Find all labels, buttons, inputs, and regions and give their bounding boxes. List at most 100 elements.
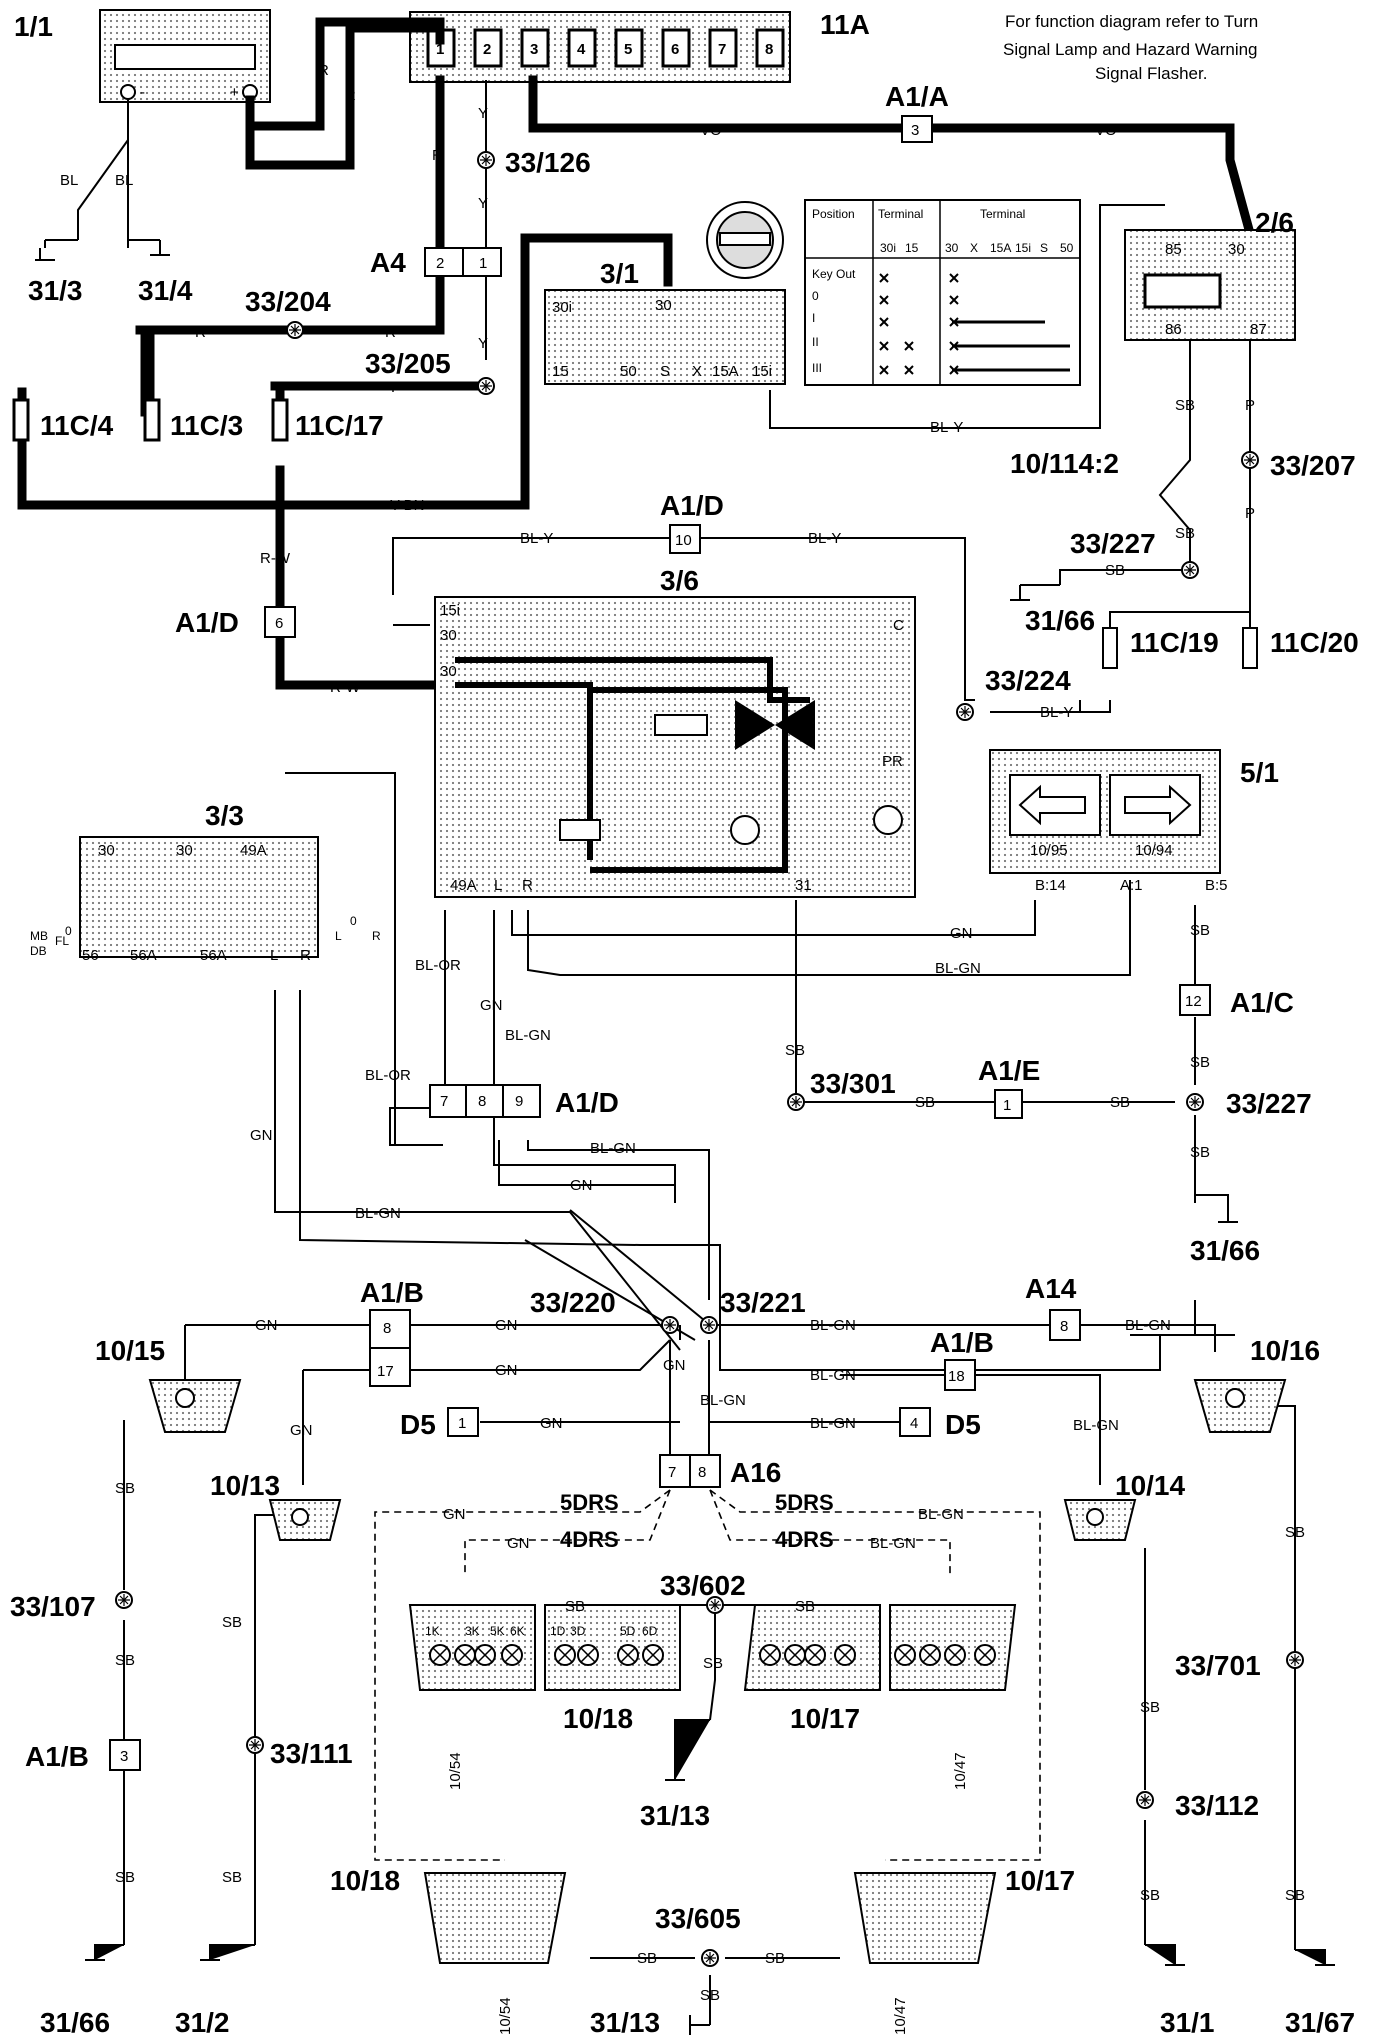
- fuse-slot: 6: [661, 28, 691, 68]
- svg-text:Signal Flasher.: Signal Flasher.: [1095, 64, 1207, 83]
- door-dashed-wiring: [374, 1489, 1041, 1861]
- svg-text:GN: GN: [250, 1127, 273, 1144]
- svg-text:PR: PR: [882, 753, 903, 770]
- svg-text:BL-GN: BL-GN: [935, 960, 981, 977]
- svg-text:30: 30: [945, 241, 959, 255]
- svg-text:30: 30: [176, 842, 193, 859]
- svg-text:A1/A: A1/A: [885, 81, 949, 112]
- svg-text:GN: GN: [663, 1357, 686, 1374]
- svg-text:GN: GN: [540, 1415, 563, 1432]
- svg-text:L: L: [335, 929, 342, 943]
- svg-text:Y: Y: [478, 105, 488, 122]
- svg-text:33/227: 33/227: [1070, 528, 1156, 559]
- svg-text:5/1: 5/1: [1240, 757, 1279, 788]
- svg-text:8: 8: [765, 41, 773, 58]
- svg-text:8: 8: [478, 1093, 486, 1110]
- svg-text:A14: A14: [1025, 1273, 1077, 1304]
- svg-text:R: R: [195, 324, 206, 341]
- svg-text:SB: SB: [222, 1614, 242, 1631]
- svg-text:10/18: 10/18: [330, 1865, 400, 1896]
- svg-text:Signal Lamp and Hazard Warning: Signal Lamp and Hazard Warning: [1003, 40, 1258, 59]
- svg-text:A1/B: A1/B: [360, 1277, 424, 1308]
- ignition-switch: 3/1 30i 30 15 50 S X 15A 15i: [544, 201, 786, 385]
- wires: [17, 17, 1296, 2025]
- svg-text:C: C: [893, 617, 904, 634]
- svg-text:BL-GN: BL-GN: [870, 1535, 916, 1552]
- svg-text:R: R: [372, 929, 381, 943]
- svg-text:A4: A4: [370, 247, 406, 278]
- svg-text:S: S: [660, 363, 670, 380]
- splice-marker: [477, 151, 495, 169]
- svg-text:BL-Y: BL-Y: [808, 530, 841, 547]
- svg-text:VO: VO: [700, 122, 722, 139]
- bulb-icon: [642, 1644, 664, 1666]
- svg-text:1D: 1D: [550, 1624, 566, 1638]
- svg-text:Key Out: Key Out: [812, 267, 856, 281]
- svg-text:Terminal: Terminal: [980, 207, 1025, 221]
- svg-text:15i: 15i: [752, 363, 772, 380]
- splice-marker: [246, 1736, 264, 1754]
- svg-text:R: R: [432, 147, 443, 164]
- svg-text:33/224: 33/224: [985, 665, 1071, 696]
- svg-text:33/227: 33/227: [1226, 1088, 1312, 1119]
- svg-text:BL-GN: BL-GN: [505, 1027, 551, 1044]
- svg-text:BL: BL: [115, 172, 133, 189]
- fuse-slot: 2: [473, 28, 503, 68]
- svg-text:A1/E: A1/E: [978, 1055, 1040, 1086]
- svg-text:10/95: 10/95: [1030, 842, 1068, 859]
- svg-text:17: 17: [377, 1363, 394, 1380]
- svg-text:11C/20: 11C/20: [1270, 627, 1359, 658]
- lamps: 10/15 10/16 10/13 10/14 10/18 10/17 10/5…: [95, 1335, 1320, 2035]
- svg-text:33/204: 33/204: [245, 286, 331, 317]
- svg-text:SB: SB: [795, 1598, 815, 1615]
- bulb-icon: [617, 1644, 639, 1666]
- svg-text:10/47: 10/47: [892, 1997, 909, 2035]
- svg-text:30: 30: [655, 297, 672, 314]
- splice-marker: [700, 1316, 718, 1334]
- fuse-slot: 4: [567, 28, 597, 68]
- svg-text:12: 12: [1185, 993, 1202, 1010]
- svg-text:2/6: 2/6: [1255, 207, 1294, 238]
- svg-text:Y-BN: Y-BN: [390, 497, 424, 514]
- svg-text:SB: SB: [1140, 1699, 1160, 1716]
- svg-text:33/602: 33/602: [660, 1570, 746, 1601]
- splice-marker: [1241, 451, 1259, 469]
- svg-text:0: 0: [65, 924, 72, 938]
- svg-text:3/3: 3/3: [205, 800, 244, 831]
- bulb-icon: [804, 1644, 826, 1666]
- svg-text:33/111: 33/111: [270, 1738, 353, 1769]
- svg-text:BL-Y: BL-Y: [520, 530, 553, 547]
- grounds: 31/3 31/4 31/66 31/66 31/66 31/2 31/13 3…: [28, 239, 1355, 2038]
- svg-text:3K: 3K: [465, 1624, 480, 1638]
- svg-text:10/13: 10/13: [210, 1470, 280, 1501]
- splice-marker: [477, 377, 495, 395]
- svg-text:56A: 56A: [200, 947, 227, 964]
- svg-text:BL-OR: BL-OR: [415, 957, 461, 974]
- svg-text:A1/C: A1/C: [1230, 987, 1294, 1018]
- svg-text:A:1: A:1: [1120, 877, 1143, 894]
- svg-text:50: 50: [620, 363, 637, 380]
- svg-text:SB: SB: [1190, 1054, 1210, 1071]
- svg-text:6: 6: [671, 41, 679, 58]
- svg-text:A1/B: A1/B: [25, 1741, 89, 1772]
- svg-text:49A: 49A: [240, 842, 267, 859]
- svg-text:SB: SB: [565, 1598, 585, 1615]
- svg-text:BL-GN: BL-GN: [810, 1415, 856, 1432]
- svg-text:A1/D: A1/D: [660, 490, 724, 521]
- svg-text:31/66: 31/66: [1025, 605, 1095, 636]
- svg-text:85: 85: [1165, 241, 1182, 258]
- svg-text:5D: 5D: [620, 1624, 636, 1638]
- splice-marker: [1286, 1651, 1304, 1669]
- svg-text:SB: SB: [1285, 1887, 1305, 1904]
- svg-text:33/107: 33/107: [10, 1591, 96, 1622]
- svg-text:III: III: [812, 361, 822, 375]
- svg-text:33/701: 33/701: [1175, 1650, 1261, 1681]
- battery-label: 1/1: [14, 11, 53, 42]
- svg-text:7: 7: [440, 1093, 448, 1110]
- svg-text:15: 15: [552, 363, 569, 380]
- svg-text:R-W: R-W: [260, 550, 291, 567]
- svg-text:15A: 15A: [990, 241, 1011, 255]
- svg-text:A1/D: A1/D: [555, 1087, 619, 1118]
- svg-text:Terminal: Terminal: [878, 207, 923, 221]
- splice-marker: [286, 321, 304, 339]
